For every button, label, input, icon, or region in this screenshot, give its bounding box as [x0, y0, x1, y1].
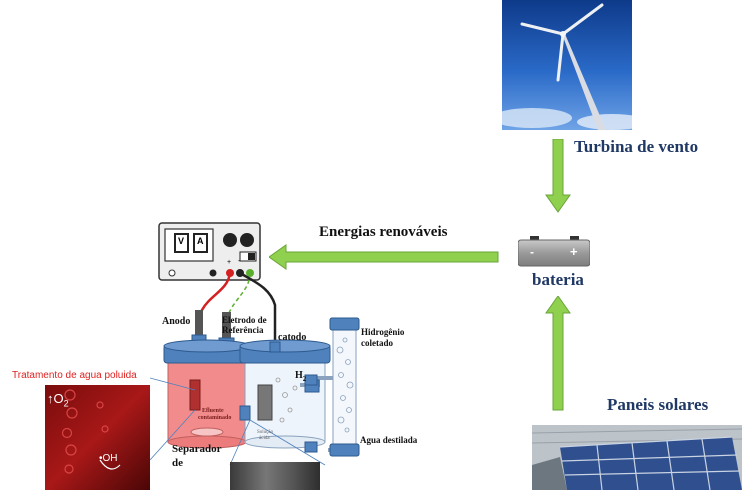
- separator-label-line1: Separador: [172, 443, 222, 455]
- cathode-wire: [239, 271, 277, 342]
- anode-wire: [198, 272, 232, 319]
- hydrogen-collection-column: [332, 324, 357, 451]
- h2-label-subscript: 2: [302, 375, 307, 383]
- h2-label: H2: [295, 371, 306, 384]
- wind-turbine-photo: [502, 0, 632, 130]
- anode-electrode: [195, 310, 203, 340]
- reference-electrode: [222, 312, 231, 342]
- battery-label: bateria: [532, 270, 584, 289]
- o2-label-text: ↑O: [47, 391, 64, 406]
- arrow-renewables-to-power-supply: [269, 244, 499, 270]
- battery-plus-terminal: +: [570, 244, 578, 259]
- arrow-turbine-to-battery: [545, 139, 571, 213]
- separator-label-line2: de: [172, 457, 183, 469]
- battery-shape: [517, 236, 591, 267]
- polluted-water-label: Tratamento de agua poluida: [12, 370, 137, 381]
- solar-panels-image: [532, 425, 742, 490]
- cathode-label: catodo: [278, 332, 307, 343]
- electrochemical-cell-diagram: [150, 271, 360, 466]
- hydrogen-label-line1: Hidrogênio: [361, 327, 405, 337]
- power-minus-label: -: [238, 258, 241, 265]
- solar-panels-photo: [532, 425, 742, 490]
- ammeter-label: A: [197, 236, 204, 246]
- reference-electrode-label-line2: Referência: [222, 325, 264, 335]
- wind-turbine-image: [502, 0, 632, 130]
- power-supply: V A + -: [158, 222, 261, 282]
- power-plus-label: +: [227, 259, 232, 266]
- battery-icon: - +: [517, 236, 591, 267]
- reference-electrode-label-line1: Eletrodo de: [222, 315, 267, 325]
- effluent-label-line2: contaminado: [198, 415, 232, 421]
- acid-solution-label-line1: Solução: [257, 430, 274, 435]
- o2-label-subscript: 2: [63, 398, 69, 409]
- turbine-label: Turbina de vento: [574, 137, 699, 156]
- hydrogen-label-line2: coletado: [361, 338, 393, 348]
- distilled-water-label: Agua destilada: [360, 435, 418, 445]
- renewables-label: Energias renováveis: [319, 224, 448, 240]
- anode-label: Anodo: [162, 316, 191, 327]
- solar-label: Paneis solares: [607, 395, 709, 414]
- oh-radical-label: •OH: [99, 453, 118, 464]
- reference-wire: [227, 272, 251, 316]
- effluent-label-line1: Efluente: [202, 408, 224, 414]
- polluted-water-image: [45, 385, 150, 490]
- polluted-water-photo: ↑O2 •OH: [45, 385, 150, 490]
- acid-solution-label-line2: ácida: [259, 436, 270, 441]
- arrow-solar-to-battery: [545, 296, 571, 411]
- membrane-separator: [239, 405, 251, 421]
- membrane-photo: [230, 462, 320, 490]
- h2-label-text: H: [295, 370, 303, 381]
- voltmeter-label: V: [178, 236, 185, 246]
- power-supply-body: [158, 222, 261, 281]
- battery-minus-terminal: -: [530, 245, 534, 259]
- o2-label: ↑O2: [47, 391, 69, 409]
